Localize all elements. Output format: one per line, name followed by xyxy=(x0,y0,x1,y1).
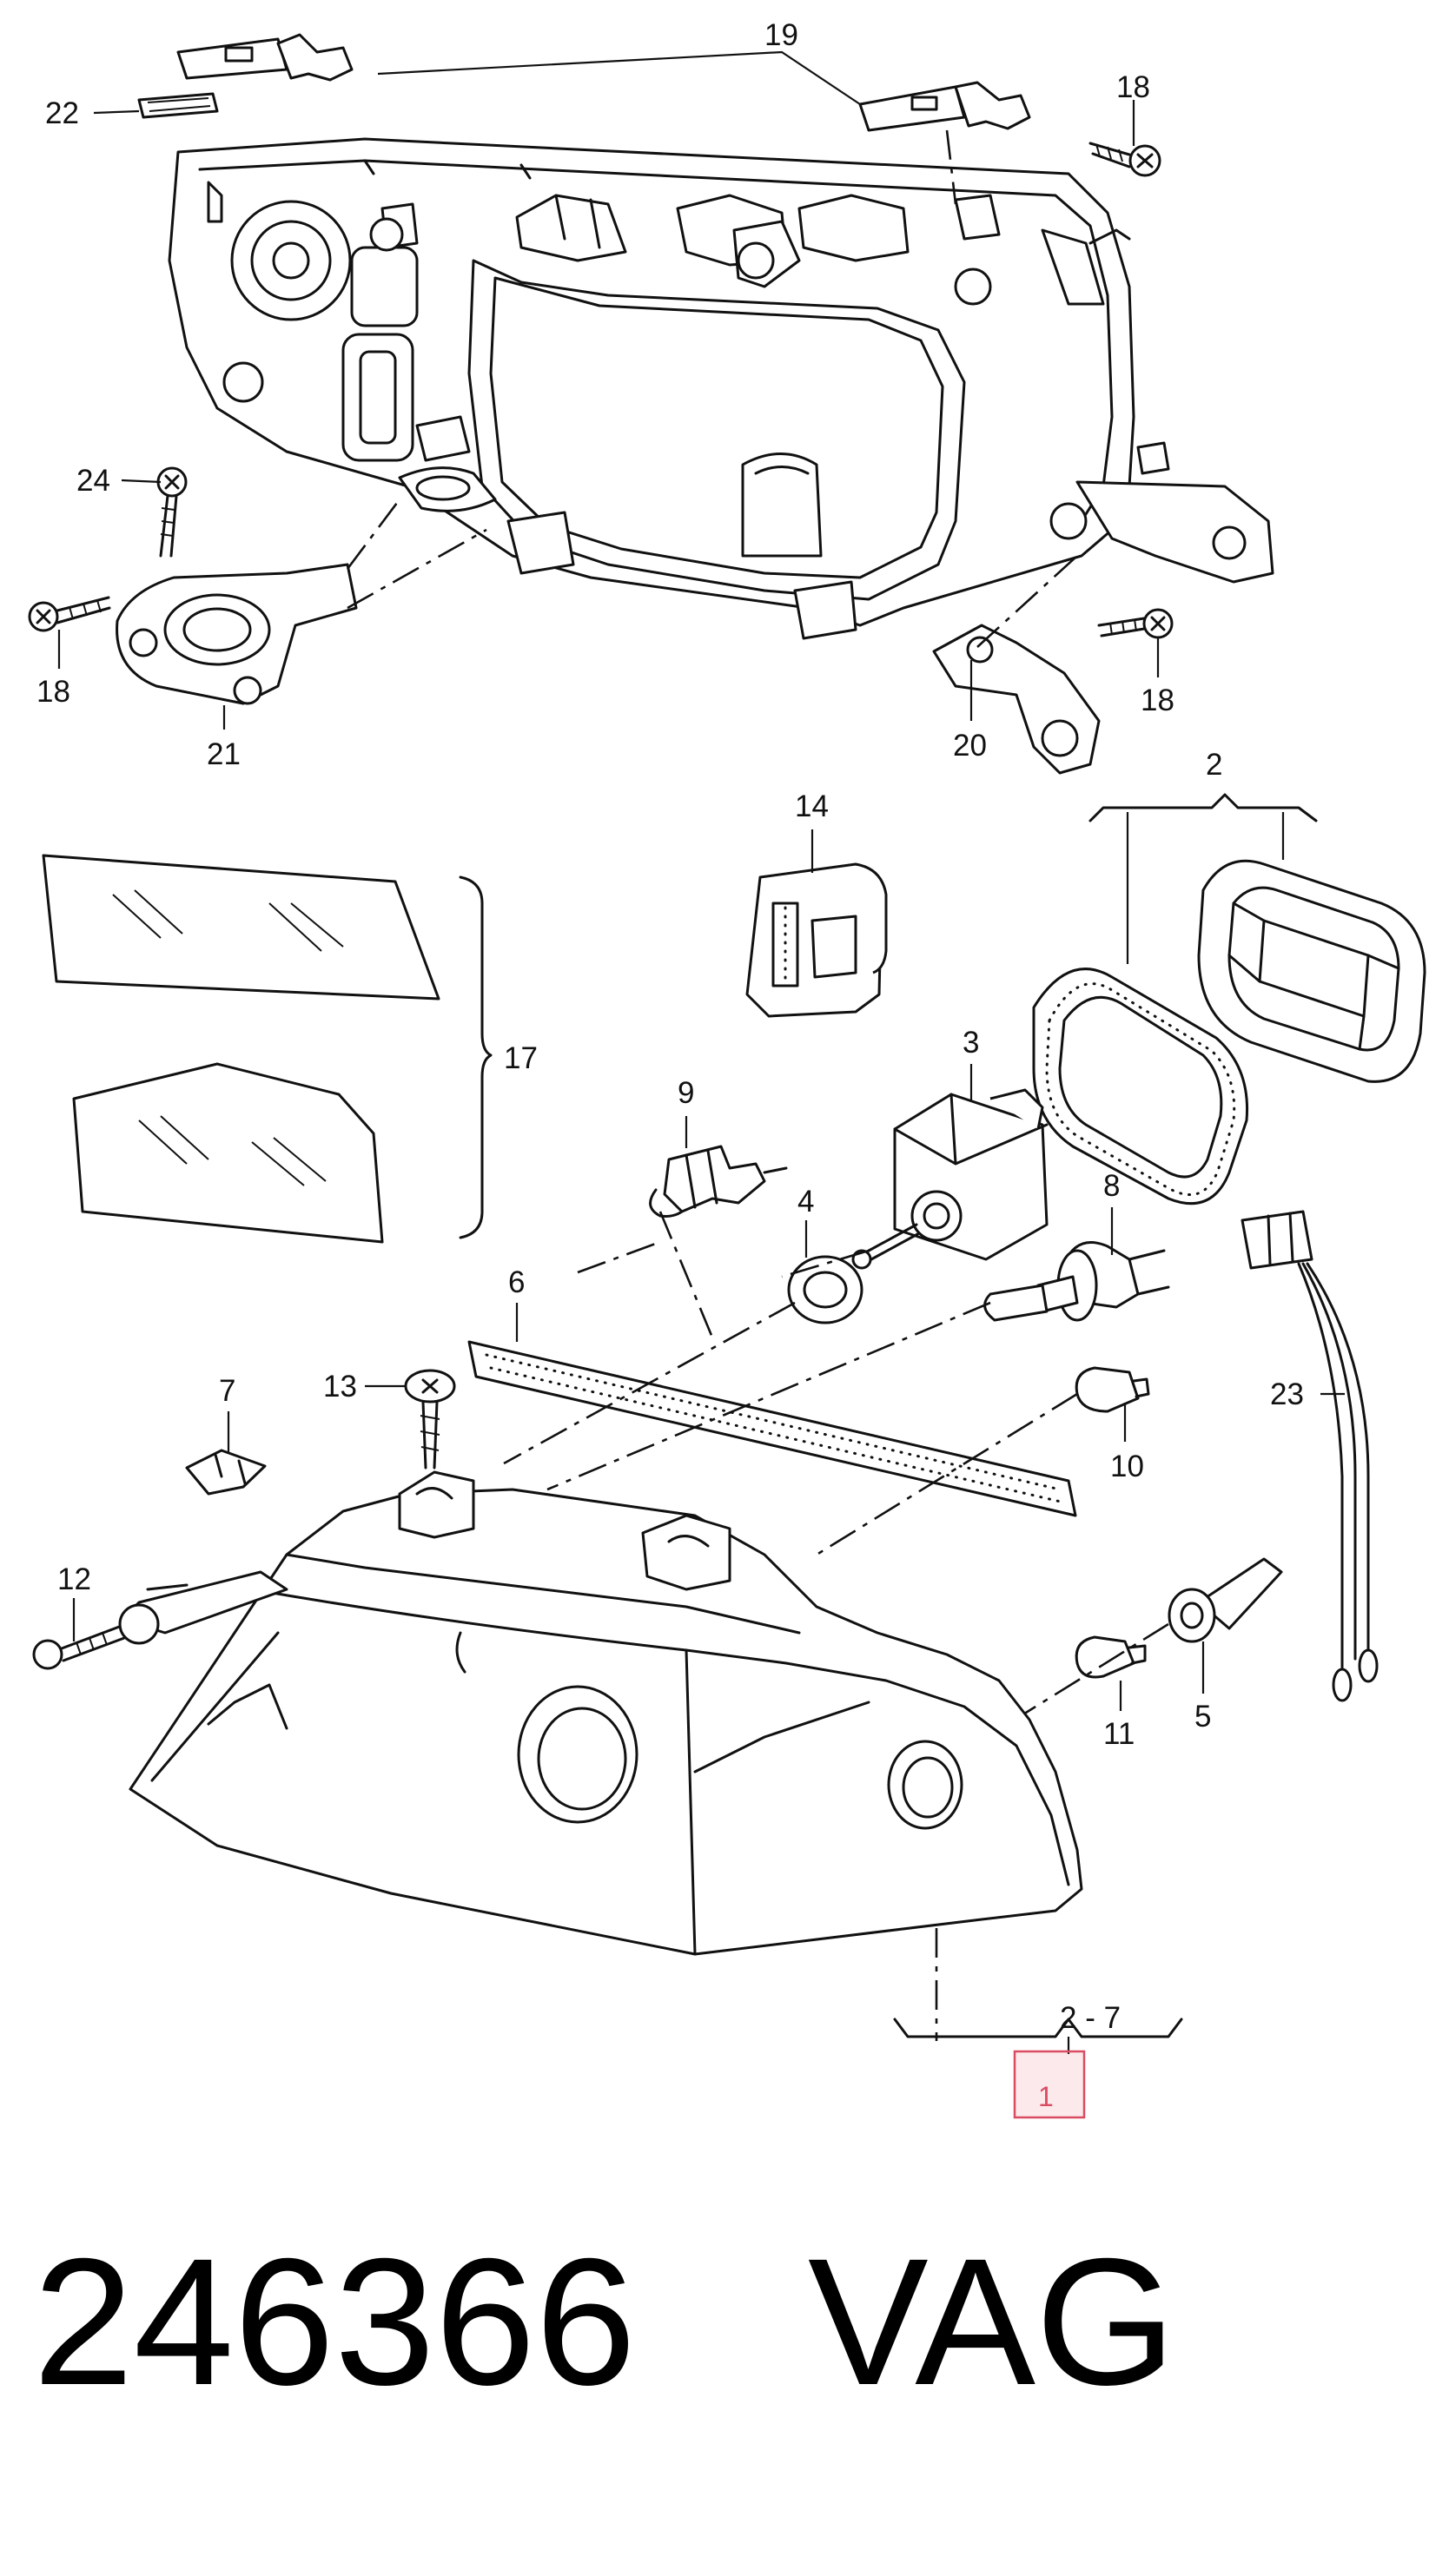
callout-labels: 19 22 18 24 18 21 20 18 2 14 17 3 9 8 4 … xyxy=(36,18,1304,2112)
bulb-socket-5 xyxy=(1168,1557,1283,1643)
callout-6: 6 xyxy=(508,1265,525,1299)
callout-12: 12 xyxy=(57,1562,91,1596)
nut-22 xyxy=(137,92,219,119)
callout-19: 19 xyxy=(764,18,798,52)
seal-ring-4 xyxy=(787,1255,863,1324)
assembly-line-9 xyxy=(577,1211,714,1338)
headlamp-housing-rear xyxy=(168,137,1274,640)
callout-10: 10 xyxy=(1110,1450,1144,1483)
callout-9: 9 xyxy=(678,1076,694,1110)
seal-strip-6 xyxy=(467,1340,1077,1517)
part-number-caption: 246366 xyxy=(33,2222,637,2423)
assembly-line-8 xyxy=(546,1301,991,1491)
clip-7 xyxy=(185,1449,267,1496)
screw-12 xyxy=(32,1624,126,1670)
callout-2-7: 2 - 7 xyxy=(1060,2001,1121,2035)
gasket-2-seal xyxy=(1032,968,1249,1205)
bracket-2-7 xyxy=(893,2018,1183,2038)
headlamp-assembly-1 xyxy=(118,1470,1083,1956)
callout-17: 17 xyxy=(504,1041,538,1075)
callout-23: 23 xyxy=(1270,1377,1304,1411)
bracket-20 xyxy=(932,624,1101,775)
callout-13: 13 xyxy=(323,1370,357,1404)
bracket-21 xyxy=(116,563,358,705)
assembly-line-4 xyxy=(503,1301,796,1465)
screw-18-top xyxy=(1088,142,1161,177)
callout-5: 5 xyxy=(1194,1700,1211,1734)
callout-18-left: 18 xyxy=(36,675,70,709)
callout-20: 20 xyxy=(953,729,987,763)
callout-1: 1 xyxy=(1038,2081,1054,2112)
bulb-8 xyxy=(983,1241,1170,1322)
bulb-11 xyxy=(1075,1635,1147,1679)
callout-2: 2 xyxy=(1206,748,1222,782)
screw-18-right xyxy=(1097,608,1174,639)
screw-13 xyxy=(404,1369,456,1470)
screw-24 xyxy=(156,466,188,558)
callout-21: 21 xyxy=(207,737,241,771)
callout-3: 3 xyxy=(963,1026,979,1060)
callout-18-top: 18 xyxy=(1116,70,1150,104)
callout-11: 11 xyxy=(1103,1717,1135,1751)
wiring-harness-23 xyxy=(1241,1210,1379,1702)
bulb-10 xyxy=(1075,1366,1150,1413)
leader-lines xyxy=(57,50,1345,1711)
highlight-box-part-1 xyxy=(1013,2050,1086,2119)
assembly-line-5 xyxy=(1007,1622,1169,1726)
callout-4: 4 xyxy=(797,1185,814,1219)
callout-8: 8 xyxy=(1103,1169,1120,1203)
level-motor-3 xyxy=(851,1088,1049,1270)
assembly-line-19 xyxy=(945,129,957,205)
gasket-2-cover xyxy=(1197,859,1426,1083)
callout-24: 24 xyxy=(76,464,110,498)
screw-18-left xyxy=(28,596,111,632)
bracket-2 xyxy=(1088,793,1318,822)
connector-14 xyxy=(745,862,888,1018)
clip-19-left xyxy=(176,33,354,82)
callout-14: 14 xyxy=(795,789,829,823)
cover-lens-17-upper xyxy=(42,854,440,1001)
clip-19-right xyxy=(858,81,1031,132)
bracket-17 xyxy=(459,875,493,1239)
callout-22: 22 xyxy=(45,96,79,130)
assembly-line-3 xyxy=(781,1249,870,1278)
callout-18-right: 18 xyxy=(1141,684,1174,717)
assembly-line-20 xyxy=(976,555,1078,648)
brand-caption: VAG xyxy=(808,2222,1176,2423)
cover-lens-17-lower xyxy=(72,1062,384,1244)
assembly-line-21b xyxy=(347,528,487,610)
bulb-9 xyxy=(649,1145,788,1218)
assembly-line-21 xyxy=(346,499,401,570)
exploded-headlight-diagram: 19 22 18 24 18 21 20 18 2 14 17 3 9 8 4 … xyxy=(28,18,1426,2119)
callout-7: 7 xyxy=(219,1374,235,1408)
